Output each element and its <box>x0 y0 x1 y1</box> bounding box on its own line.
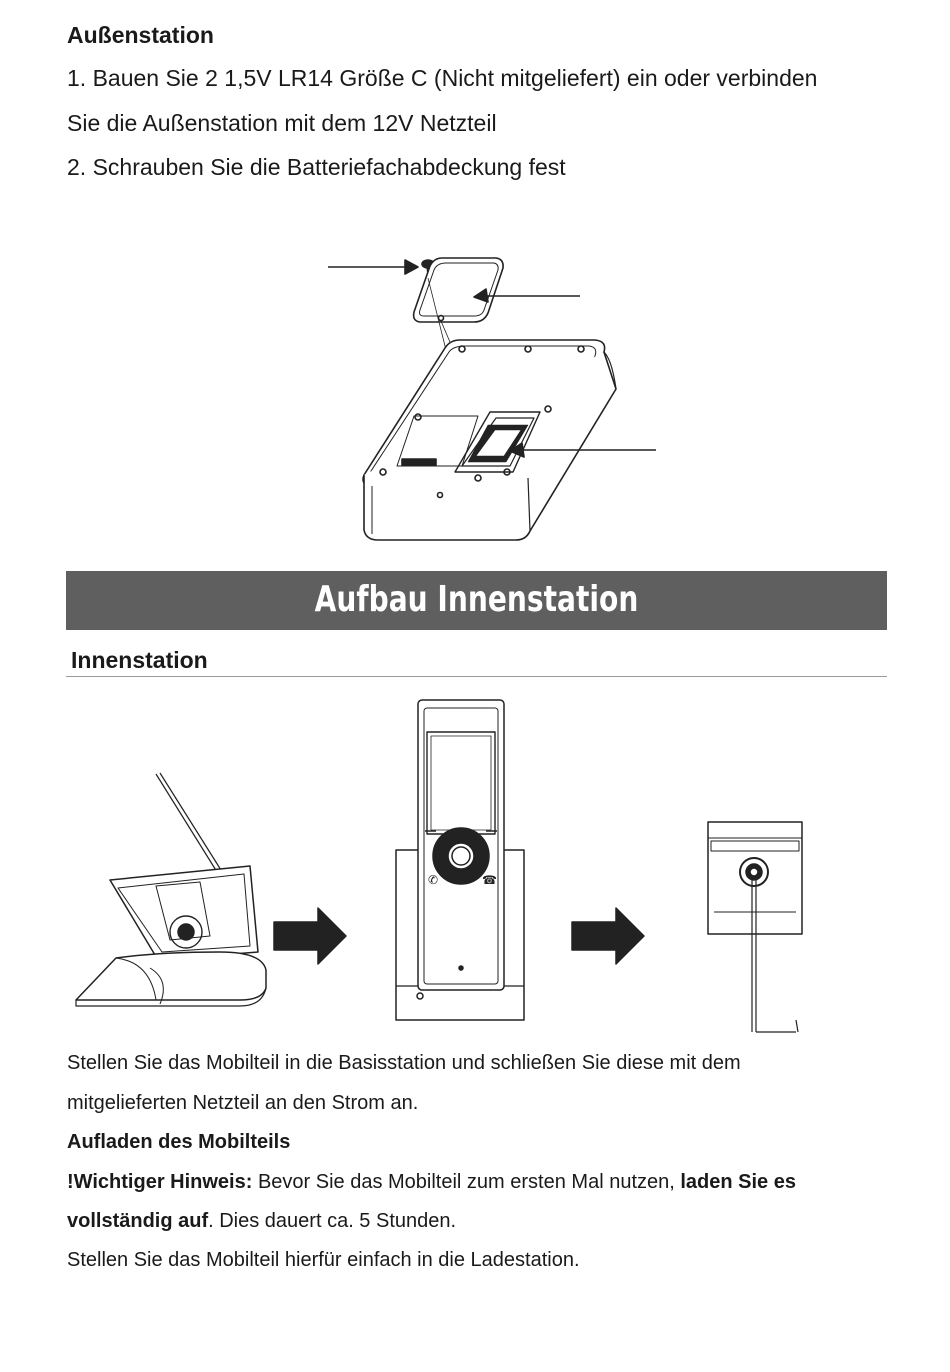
section-banner: Aufbau Innenstation <box>66 571 887 630</box>
indoor-station-illustration: ✆ ☎ <box>75 699 803 1033</box>
important-note-line1: !Wichtiger Hinweis: Bevor Sie das Mobilt… <box>67 1172 796 1192</box>
battery-compartment <box>454 411 541 473</box>
step2-text: 2. Schrauben Sie die Batteriefachabdecku… <box>67 154 566 180</box>
important-note-label: !Wichtiger Hinweis: <box>67 1171 253 1193</box>
charging-subheading: Aufladen des Mobilteils <box>67 1131 291 1153</box>
important-note-duration: . Dies dauert ca. 5 Stunden. <box>208 1210 457 1232</box>
setup-line2: mitgelieferten Netzteil an den Strom an. <box>67 1092 419 1114</box>
screw-pointer-arrowhead <box>404 259 419 275</box>
base-station-rear-view <box>707 821 803 1033</box>
important-note-emphasis-2: vollständig auf <box>67 1210 209 1232</box>
section-heading-aussenstation: Außenstation <box>67 22 214 48</box>
outdoor-station-illustration <box>328 257 656 541</box>
handset-in-base: ✆ ☎ <box>395 699 525 1021</box>
outdoor-station-housing <box>362 339 617 541</box>
section-heading-innenstation: Innenstation <box>71 647 208 673</box>
step1-line2: Sie die Außenstation mit dem 12V Netztei… <box>67 110 497 136</box>
arrow-right-icon-2 <box>571 907 645 965</box>
svg-text:☎: ☎ <box>482 873 497 887</box>
svg-text:✆: ✆ <box>428 873 438 887</box>
charging-instruction: Stellen Sie das Mobilteil hierfür einfac… <box>67 1249 580 1271</box>
important-note-text: Bevor Sie das Mobilteil zum ersten Mal n… <box>252 1171 681 1193</box>
base-station-with-cable <box>75 772 267 1007</box>
important-note-emphasis: laden Sie es <box>680 1171 796 1193</box>
heading-divider <box>66 676 887 677</box>
step1-line1: 1. Bauen Sie 2 1,5V LR14 Größe C (Nicht … <box>67 65 818 91</box>
arrow-right-icon-1 <box>273 907 347 965</box>
battery-cover-plate <box>412 257 504 323</box>
important-note-line2: vollständig auf. Dies dauert ca. 5 Stund… <box>67 1211 456 1231</box>
setup-line1: Stellen Sie das Mobilteil in die Basisst… <box>67 1052 741 1074</box>
banner-title: Aufbau Innenstation <box>314 579 639 620</box>
